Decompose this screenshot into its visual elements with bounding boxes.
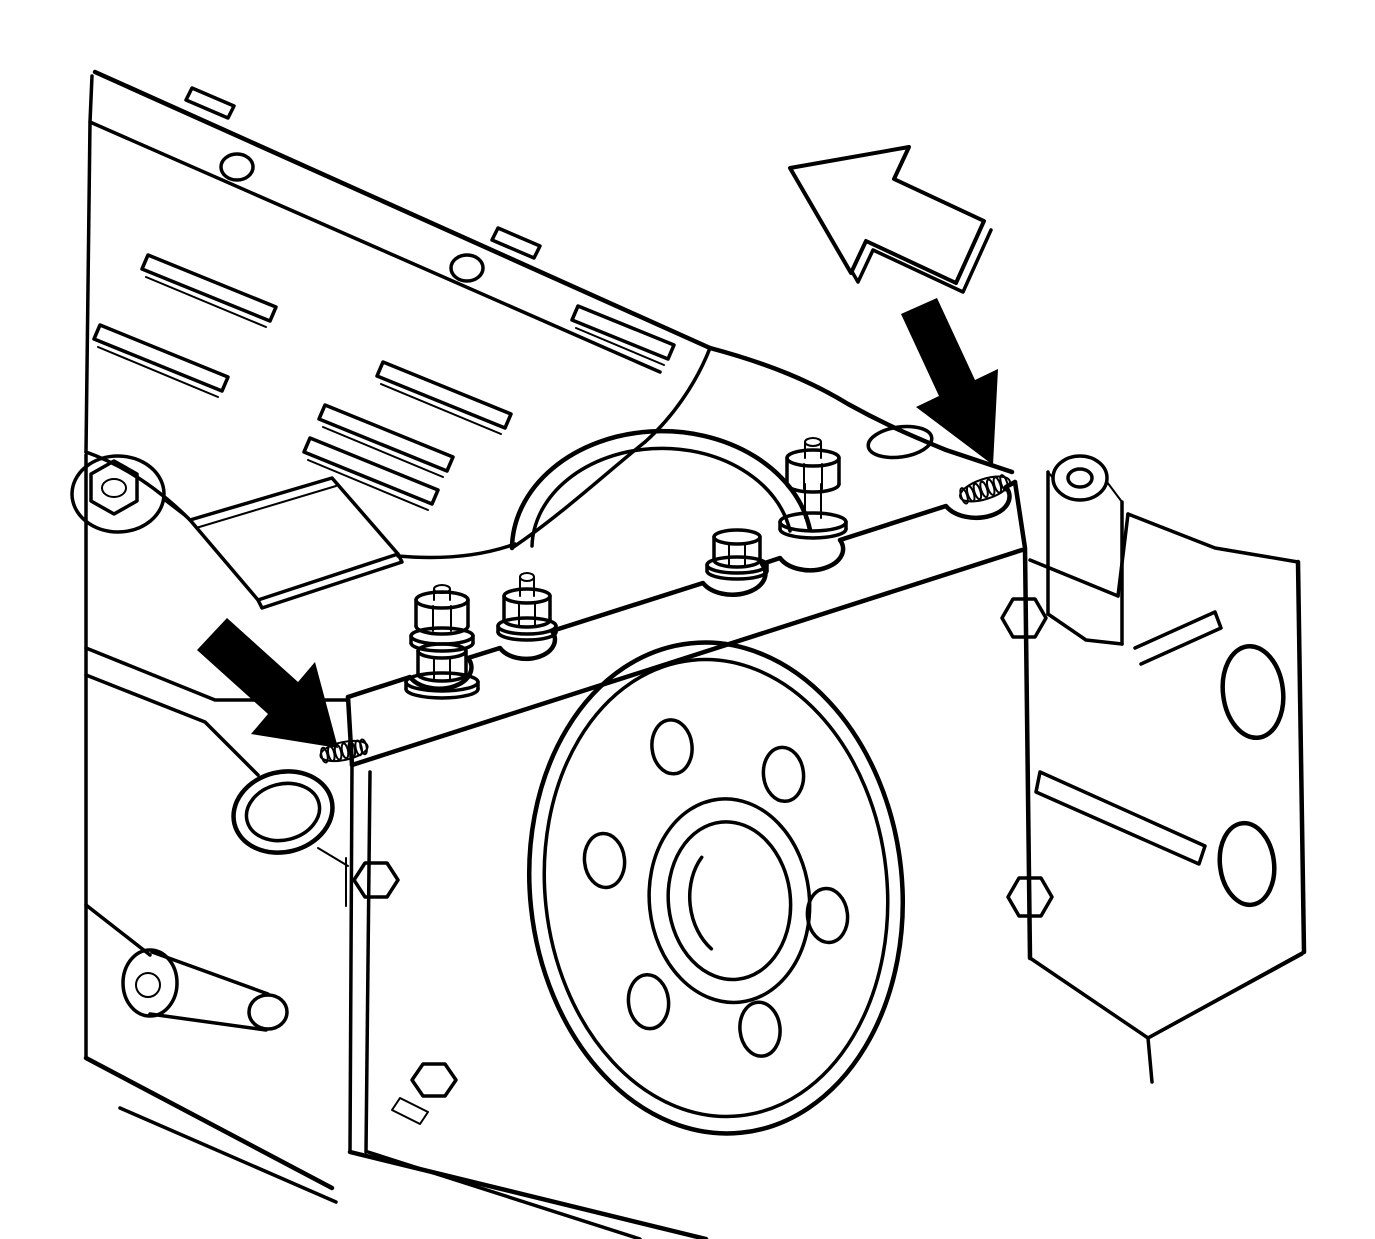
tray-louver-slots	[92, 253, 676, 511]
tray-bolt-hole	[449, 253, 485, 283]
block-left-side	[70, 453, 350, 1204]
sealant-arrow-left	[197, 618, 338, 748]
side-oval-opening	[1217, 820, 1277, 908]
block-right-side	[1000, 454, 1307, 1040]
crankshaft-rear-flange	[526, 640, 906, 1136]
side-hex-bolt	[1006, 876, 1054, 918]
flange-hub-bore	[647, 797, 812, 1005]
tray-edge-slot	[490, 226, 542, 260]
tray-edge-slot	[184, 86, 236, 120]
sealant-bead-left	[319, 738, 369, 764]
front-face-bolt	[345, 857, 400, 907]
block-deck	[707, 345, 1015, 475]
annotations	[197, 145, 1011, 764]
stud-with-nuts	[404, 584, 480, 700]
flange-bolt-holes	[582, 718, 850, 1058]
side-oval-opening	[1220, 643, 1286, 741]
direction-arrow-outline	[788, 145, 993, 294]
stud-with-nut	[496, 572, 558, 642]
right-bracket	[1046, 454, 1124, 646]
side-hex-bolt	[1000, 597, 1048, 639]
oil-pan-rail	[345, 479, 1033, 961]
left-bolt-boss	[70, 454, 191, 534]
deck-oval-hole	[866, 424, 934, 460]
main-cap-fasteners	[404, 437, 848, 700]
sealant-bead-right	[959, 474, 1011, 505]
baffle-plate	[188, 476, 404, 610]
side-rib	[1133, 610, 1223, 666]
tall-stud-with-nut	[778, 437, 848, 540]
side-rib	[1034, 770, 1207, 866]
left-oval-hole	[231, 769, 335, 855]
direction-arrow-body	[788, 145, 986, 285]
windage-tray	[84, 69, 713, 610]
bracket-boss	[1051, 454, 1109, 502]
left-cylinder-boss	[84, 903, 289, 1032]
rear-main-bearing-arch	[509, 428, 813, 551]
block-front-face	[345, 763, 1304, 1239]
front-face-bolt	[391, 1062, 458, 1125]
sealant-arrow-right	[901, 298, 998, 465]
tray-bolt-hole	[219, 152, 255, 182]
rail-hex-bolt	[705, 528, 769, 581]
